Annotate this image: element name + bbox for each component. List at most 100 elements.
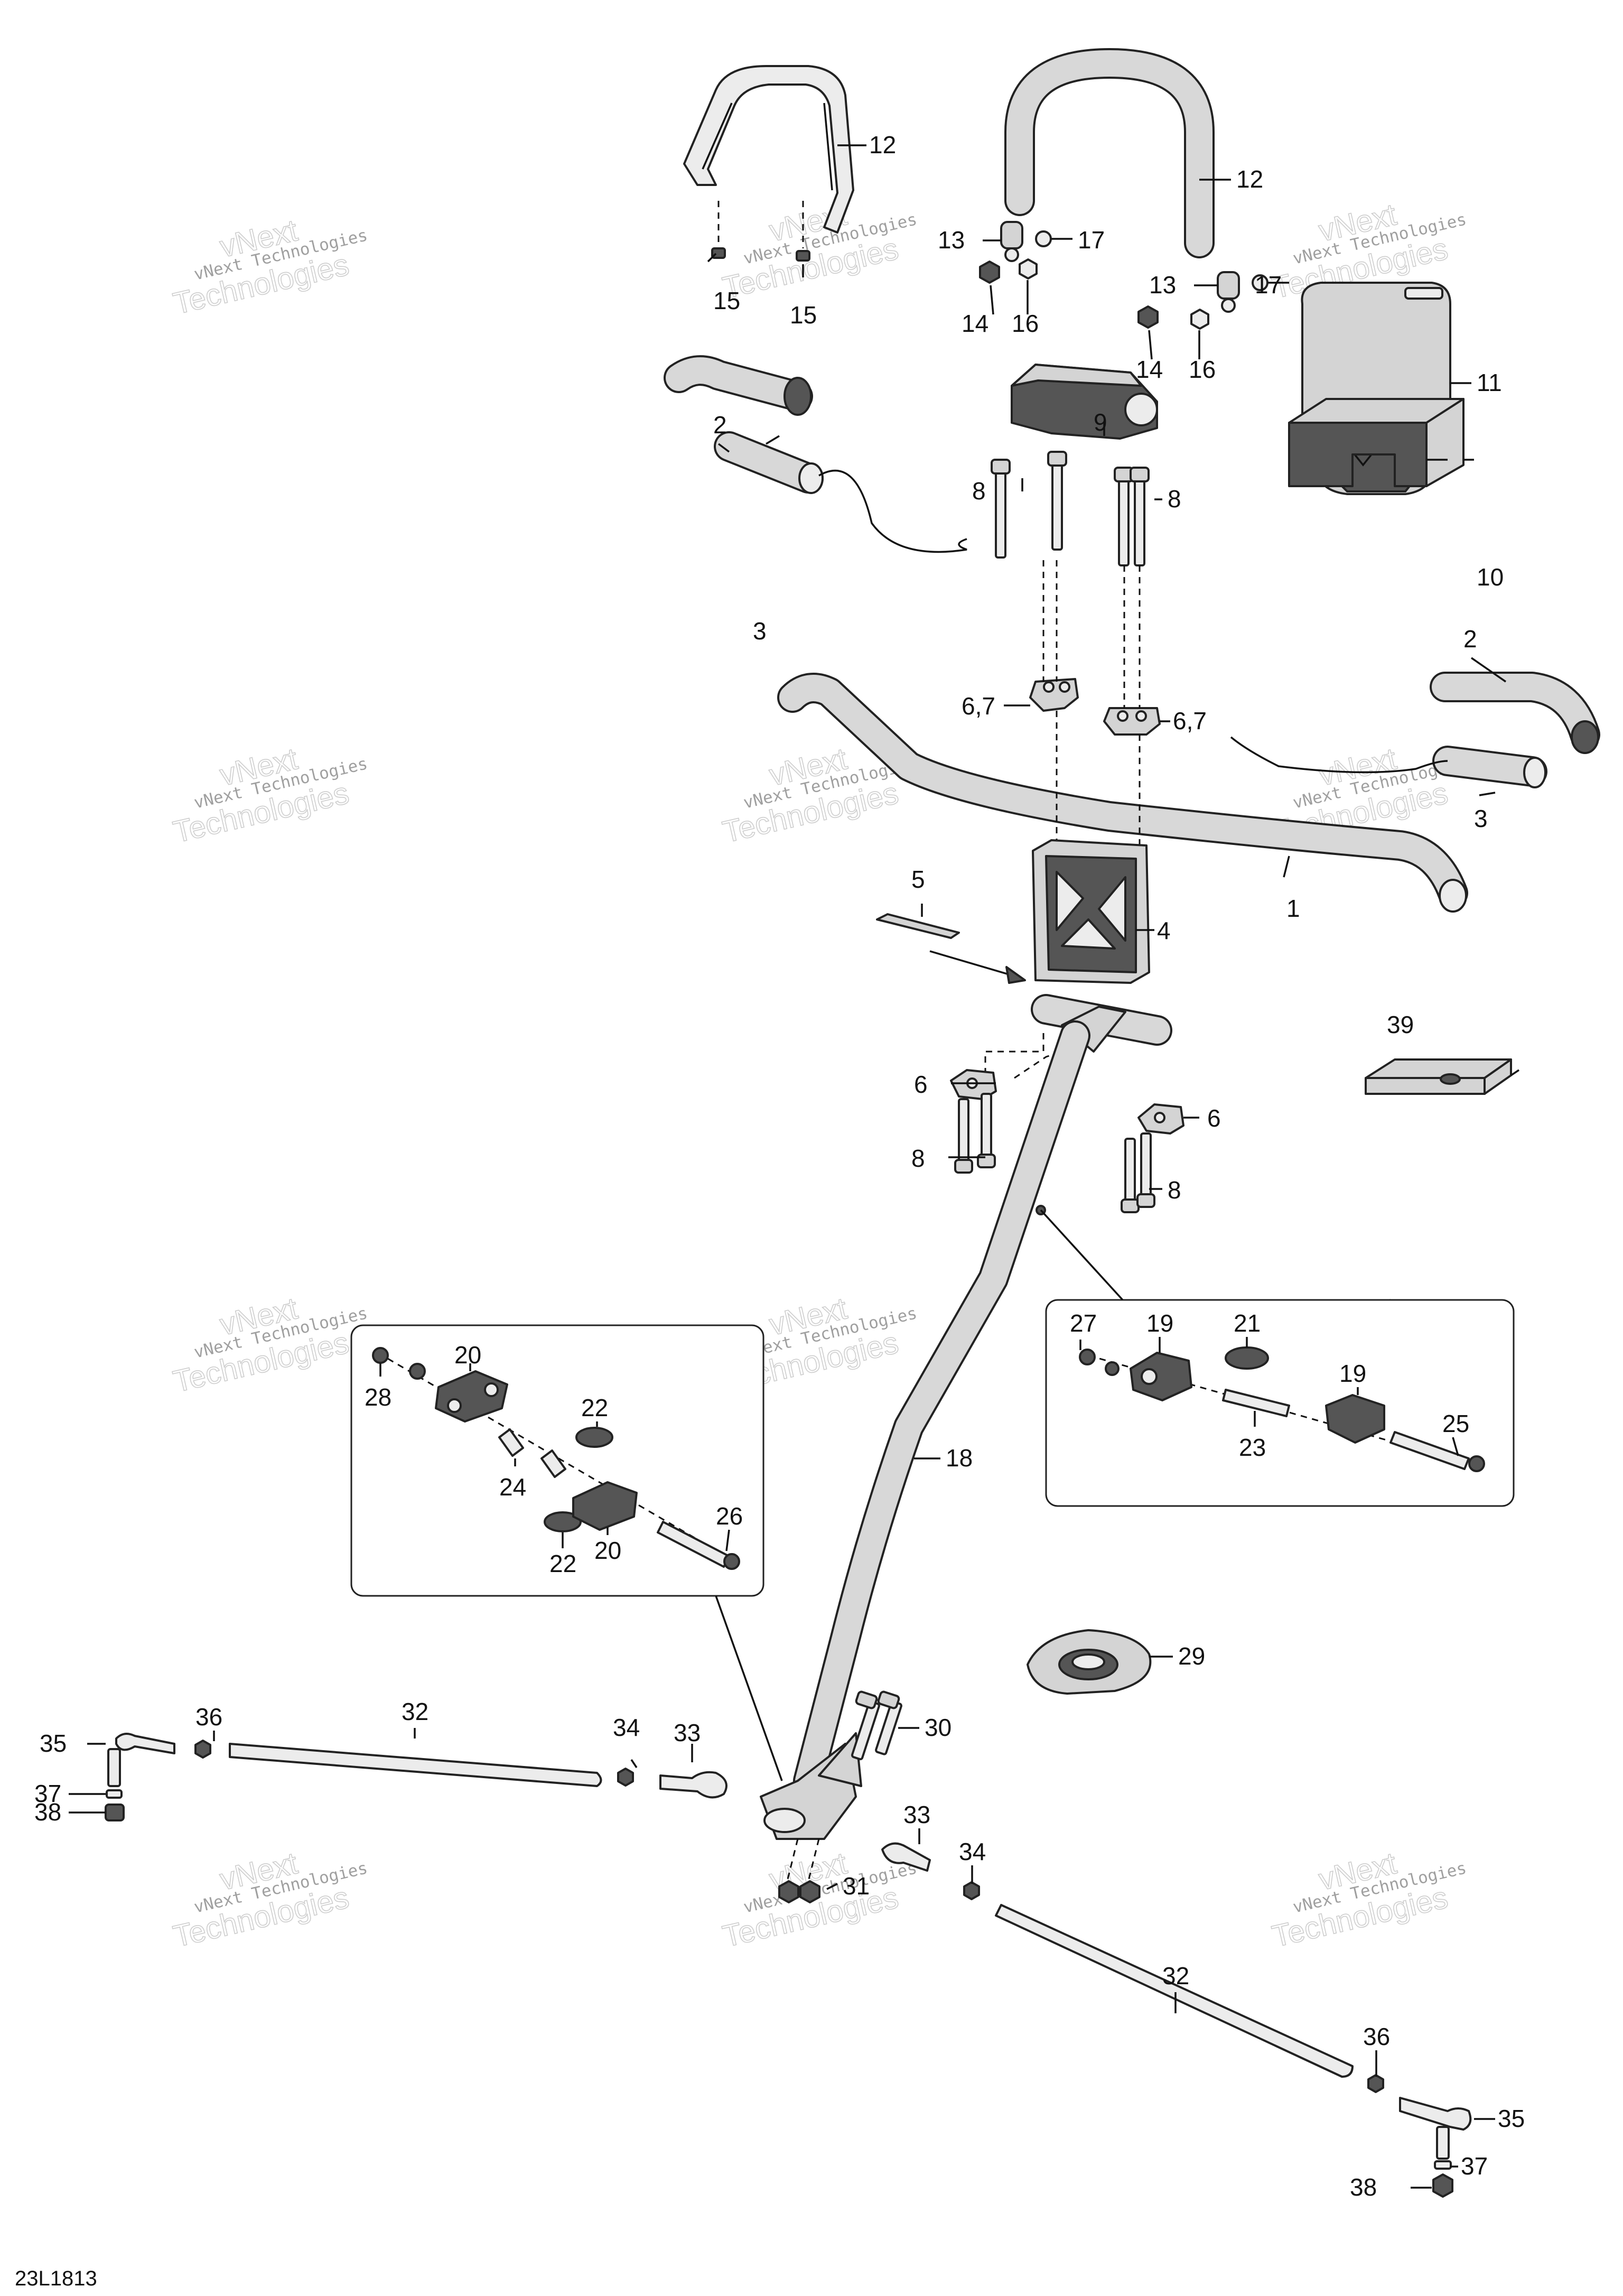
bolt-8-upper-left bbox=[991, 451, 1067, 559]
callout-1: 1 bbox=[1286, 895, 1300, 922]
bolts-30 bbox=[851, 1690, 902, 1761]
assembly-line bbox=[1042, 560, 1058, 843]
u-bar bbox=[1004, 48, 1215, 258]
bolt-8-upper-right bbox=[1114, 467, 1150, 566]
throttle-3-right bbox=[1230, 736, 1547, 788]
arrow-head bbox=[1005, 966, 1026, 984]
callout-23: 23 bbox=[1239, 1434, 1266, 1461]
callout-16: 16 bbox=[1189, 356, 1216, 383]
callout-26: 26 bbox=[716, 1502, 743, 1530]
callout-27: 27 bbox=[1070, 1309, 1097, 1337]
callout-32: 32 bbox=[1162, 1962, 1189, 1990]
upper-clamp-6-7-right bbox=[1103, 707, 1161, 736]
callout-37: 37 bbox=[34, 1780, 61, 1807]
callout-38: 38 bbox=[34, 1798, 61, 1826]
callout-39: 39 bbox=[1387, 1011, 1414, 1038]
callout-34: 34 bbox=[613, 1714, 640, 1741]
tie-rod-left bbox=[105, 1733, 727, 1821]
callout-9: 9 bbox=[1094, 408, 1107, 436]
callout-17: 17 bbox=[1078, 226, 1105, 254]
plate-39 bbox=[1365, 1058, 1512, 1095]
callout-12: 12 bbox=[869, 131, 896, 159]
callout-8: 8 bbox=[1168, 485, 1181, 513]
callout-15: 15 bbox=[790, 301, 817, 329]
callout-34: 34 bbox=[959, 1838, 986, 1865]
shim-5 bbox=[876, 913, 960, 939]
clamp-13-right bbox=[1137, 271, 1268, 330]
callout-6-7: 6,7 bbox=[962, 692, 995, 720]
steering-bracket-bar bbox=[1031, 994, 1172, 1053]
assembly-line bbox=[1123, 565, 1141, 851]
callout-19: 19 bbox=[1146, 1309, 1173, 1337]
callout-6: 6 bbox=[1207, 1104, 1221, 1132]
arrow-leader bbox=[929, 950, 1020, 979]
callout-25: 25 bbox=[1442, 1410, 1469, 1437]
callout-8: 8 bbox=[1168, 1176, 1181, 1204]
grip-2-left bbox=[664, 355, 813, 416]
pin-15-right bbox=[796, 201, 810, 262]
callout-35: 35 bbox=[40, 1730, 67, 1757]
callout-20: 20 bbox=[454, 1341, 481, 1369]
callout-17: 17 bbox=[1255, 271, 1282, 299]
detail-leader-right bbox=[1040, 1209, 1124, 1301]
callout-38: 38 bbox=[1350, 2173, 1377, 2201]
callout-4: 4 bbox=[1157, 917, 1171, 944]
callout-leaders bbox=[69, 144, 1519, 2189]
detail-leader-left bbox=[715, 1595, 783, 1781]
callout-11: 11 bbox=[1477, 369, 1502, 396]
callout-28: 28 bbox=[365, 1383, 391, 1411]
callout-3: 3 bbox=[753, 617, 767, 645]
bolt-8-lower-right bbox=[1121, 1132, 1155, 1213]
grip-2-right bbox=[1430, 672, 1600, 754]
pad-10 bbox=[1288, 398, 1465, 487]
callout-37: 37 bbox=[1461, 2152, 1488, 2180]
bolt-8-lower-left bbox=[954, 1093, 996, 1174]
watermark: vNext vNext Technologies Technologies bbox=[170, 741, 369, 850]
callout-20: 20 bbox=[594, 1537, 621, 1564]
watermark: vNext vNext Technologies Technologies bbox=[170, 1290, 369, 1399]
callout-21: 21 bbox=[1234, 1309, 1261, 1337]
handlebar-1 bbox=[777, 673, 1468, 913]
callout-35: 35 bbox=[1498, 2105, 1525, 2132]
callout-5: 5 bbox=[911, 866, 925, 893]
callout-labels: 1 2 2 3 3 4 5 6,7 6,7 6 6 8 8 8 8 9 10 1… bbox=[34, 131, 1525, 2201]
callout-14: 14 bbox=[962, 310, 988, 337]
riser-4 bbox=[1032, 839, 1150, 984]
callout-8: 8 bbox=[972, 477, 986, 505]
callout-36: 36 bbox=[1363, 2023, 1390, 2050]
watermark: vNext vNext Technologies Technologies bbox=[170, 1845, 369, 1954]
callout-10: 10 bbox=[1477, 563, 1504, 591]
steering-column-18 bbox=[760, 1020, 1090, 1840]
throttle-3-left bbox=[714, 431, 967, 553]
callout-32: 32 bbox=[402, 1698, 428, 1725]
watermark: vNext vNext Technologies Technologies bbox=[1268, 1845, 1468, 1954]
hand-guard-bracket-left bbox=[683, 65, 854, 234]
callout-33: 33 bbox=[674, 1719, 701, 1746]
upper-clamp-6-7-left bbox=[1029, 678, 1079, 712]
callout-8: 8 bbox=[911, 1145, 925, 1172]
callout-18: 18 bbox=[946, 1444, 973, 1472]
detail-box-left bbox=[350, 1324, 764, 1597]
pin-15-left bbox=[711, 201, 726, 259]
callout-3: 3 bbox=[1474, 805, 1488, 832]
clamp-13-left bbox=[979, 221, 1052, 284]
callout-22: 22 bbox=[581, 1394, 608, 1421]
callout-12: 12 bbox=[1236, 165, 1263, 193]
callout-2: 2 bbox=[1463, 625, 1477, 653]
callout-6-7: 6,7 bbox=[1173, 707, 1207, 735]
boot-29 bbox=[1027, 1629, 1152, 1695]
detail-box-right bbox=[1045, 1299, 1515, 1507]
watermark: vNext vNext Technologies Technologies bbox=[719, 197, 919, 305]
diagram-code: 23L1813 bbox=[15, 2267, 97, 2290]
callout-36: 36 bbox=[195, 1703, 222, 1731]
callout-13: 13 bbox=[938, 226, 965, 254]
callout-31: 31 bbox=[843, 1872, 870, 1900]
callout-6: 6 bbox=[914, 1071, 928, 1098]
callout-19: 19 bbox=[1339, 1360, 1366, 1387]
callout-13: 13 bbox=[1149, 271, 1176, 299]
handlebar-pad-9 bbox=[1011, 364, 1158, 440]
watermark: vNext vNext Technologies Technologies bbox=[170, 212, 369, 321]
callout-14: 14 bbox=[1136, 356, 1163, 383]
callout-22: 22 bbox=[549, 1550, 576, 1577]
